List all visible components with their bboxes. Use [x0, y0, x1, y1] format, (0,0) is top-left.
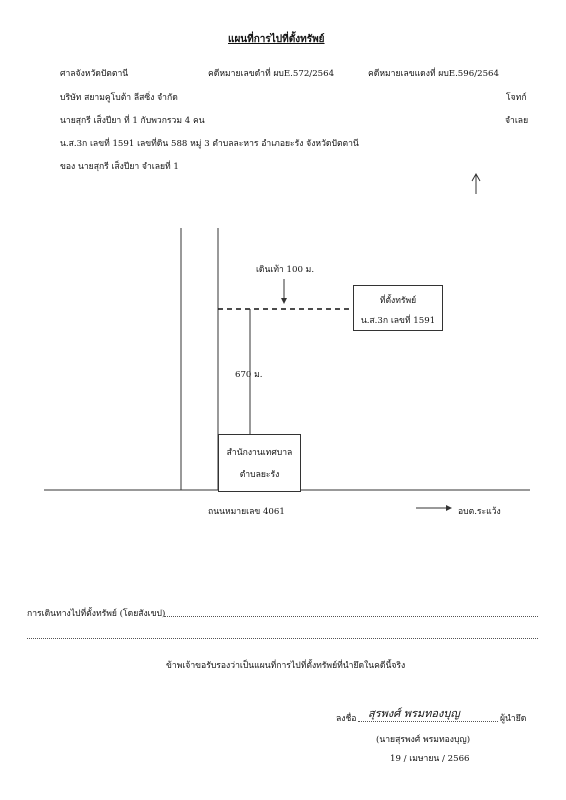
route-dotted-line-1: [164, 616, 538, 617]
handwritten-signature: สุรพงศ์ พรมทองบุญ: [368, 707, 460, 720]
target-property-box: ที่ตั้งทรัพย์ น.ส.3ก เลขที่ 1591: [353, 285, 443, 331]
property-owner: ของ นายสุกรี เส็งปียา จำเลยที่ 1: [60, 162, 179, 172]
road-label: ถนนหมายเลข 4061: [208, 507, 285, 517]
plaintiff-name: บริษัท สยามคูโบต้า ลีสซิ่ง จำกัด: [60, 93, 178, 103]
court-name: ศาลจังหวัดปัตตานี: [60, 69, 129, 79]
signer-name: (นายสุรพงศ์ พรมทองบุญ): [376, 735, 471, 745]
office-name-line1: สำนักงานเทศบาล: [226, 448, 293, 458]
defendant-name: นายสุกรี เส็งปียา ที่ 1 กับพวกรวม 4 คน: [60, 116, 205, 126]
route-description-label: การเดินทางไปที่ตั้งทรัพย์ (โดยสังเขป): [27, 609, 166, 619]
office-name-line2: ตำบลยะรัง: [239, 470, 280, 480]
property-description: น.ส.3ก เลขที่ 1591 เลขที่ดิน 588 หมู่ 3 …: [60, 139, 359, 149]
certification-text: ข้าพเจ้าขอรับรองว่าเป็นแผนที่การไปที่ตั้…: [166, 661, 406, 671]
direction-label: อบต.ระแว้ง: [458, 507, 501, 517]
page-title: แผนที่การไปที่ตั้งทรัพย์: [228, 34, 325, 45]
signature-line: [358, 721, 498, 722]
target-property-deed: น.ส.3ก เลขที่ 1591: [360, 316, 436, 326]
sign-prefix: ลงชื่อ: [336, 714, 357, 724]
defendant-role: จำเลย: [505, 116, 529, 126]
target-property-title: ที่ตั้งทรัพย์: [379, 296, 417, 306]
sign-role: ผู้นำยึด: [500, 714, 527, 724]
route-dotted-line-2: [27, 638, 538, 639]
red-case-number: คดีหมายเลขแดงที่ ผบE.596/2564: [368, 69, 499, 79]
distance-label: 670 ม.: [235, 370, 263, 380]
sign-date: 19 / เมษายน / 2566: [390, 754, 470, 764]
black-case-number: คดีหมายเลขดำที่ ผบE.572/2564: [208, 69, 335, 79]
walk-distance-label: เดินเท้า 100 ม.: [256, 265, 315, 275]
plaintiff-role: โจทก์: [506, 93, 527, 103]
office-box: สำนักงานเทศบาล ตำบลยะรัง: [218, 434, 301, 492]
